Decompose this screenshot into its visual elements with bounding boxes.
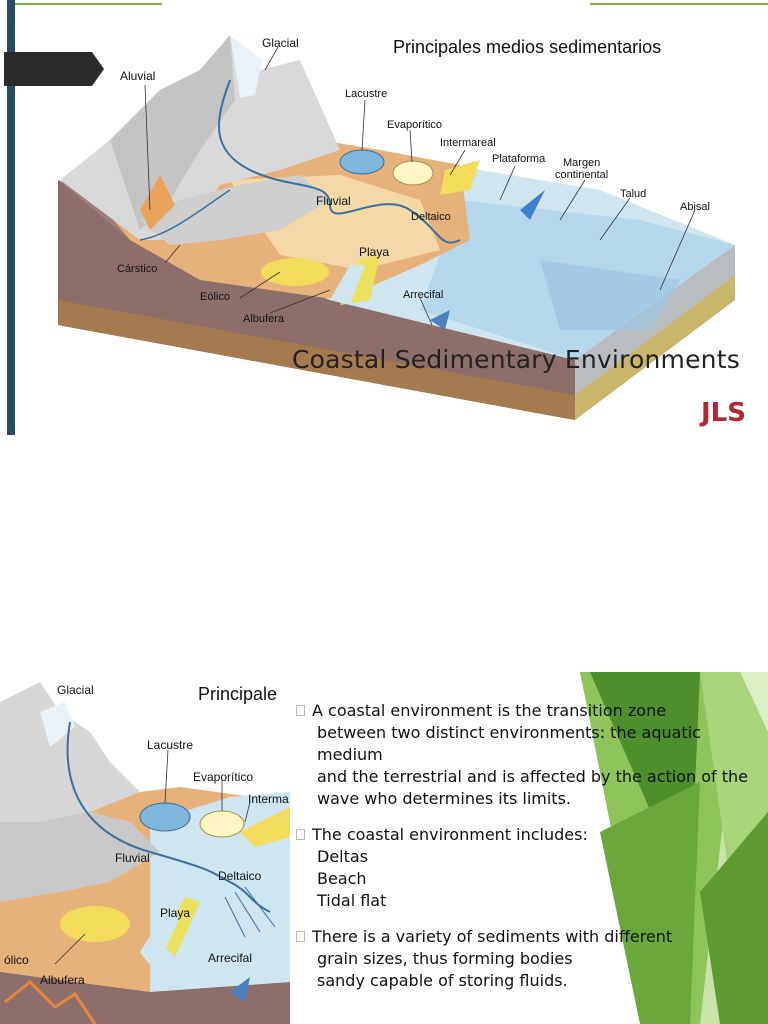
label-intermareal: Intermareal [440,137,496,149]
watermark: JLS [701,398,746,428]
label-evaporitico: Evaporítico [193,770,253,784]
diagram-title-crop: Principale [198,684,278,704]
label-margen: Margen [563,157,600,169]
side-accent-line [7,0,15,435]
bullet-item: There is a variety of sediments with dif… [296,926,768,948]
bullet-line: Tidal flat [317,891,387,910]
accent-line [12,3,162,5]
label-playa: Playa [359,245,389,259]
diagram-title: Principales medios sedimentarios [393,37,662,57]
bullet-marker-icon [296,931,305,942]
label-glacial: Glacial [262,36,299,50]
label-evaporitico: Evaporítico [387,119,442,131]
label-intermareal: Interma [248,792,289,806]
accent-line [590,3,768,5]
label-deltaico: Deltaico [218,869,262,883]
title-bar-tip [92,52,104,86]
label-arrecifal: Arrecifal [208,951,252,965]
sedimentary-diagram: Glacial Aluvial Lacustre Evaporítico Int… [58,35,735,420]
label-fluvial: Fluvial [115,851,150,865]
bullet-line: Beach [317,869,367,888]
title-bar [4,52,92,86]
label-eolico: ólico [4,953,29,967]
label-playa: Playa [160,906,190,920]
bullet-line: sandy capable of storing fluids. [317,971,568,990]
bullet-line: Deltas [317,847,369,866]
bullet-list: A coastal environment is the transition … [296,700,768,992]
label-glacial: Glacial [57,683,94,697]
bullet-line: and the terrestrial and is affected by t… [317,767,749,786]
slide-title: Coastal Sedimentary Environments [292,345,740,374]
bullet-marker-icon [296,705,305,716]
label-lacustre: Lacustre [147,738,193,752]
label-abisal: Abisal [680,201,710,213]
label-lacustre: Lacustre [345,88,387,100]
label-talud: Talud [620,188,646,200]
green-decoration [580,672,768,1024]
label-continental: continental [555,169,608,181]
bullet-item: The coastal environment includes: [296,824,768,846]
label-eolico: Eólico [200,291,230,303]
bullet-item: A coastal environment is the transition … [296,700,768,722]
label-albufera: Albufera [40,973,85,987]
label-deltaico: Deltaico [411,211,451,223]
bullet-line: grain sizes, thus forming bodies [317,949,573,968]
bullet-line: between two distinct environments: the a… [317,723,701,764]
sedimentary-diagram-crop: Glacial Lacustre Evaporítico Interma Flu… [0,672,290,1024]
label-arrecifal: Arrecifal [403,289,443,301]
bullet-line: wave who determines its limits. [317,789,571,808]
slide-2: Glacial Lacustre Evaporítico Interma Flu… [0,672,768,1024]
label-aluvial: Aluvial [120,69,155,83]
label-fluvial: Fluvial [316,194,351,208]
label-plataforma: Plataforma [492,153,546,165]
bullet-marker-icon [296,829,305,840]
label-albufera: Albufera [243,313,285,325]
slide-1: Glacial Aluvial Lacustre Evaporítico Int… [0,0,768,435]
label-carstico: Cárstico [117,263,157,275]
